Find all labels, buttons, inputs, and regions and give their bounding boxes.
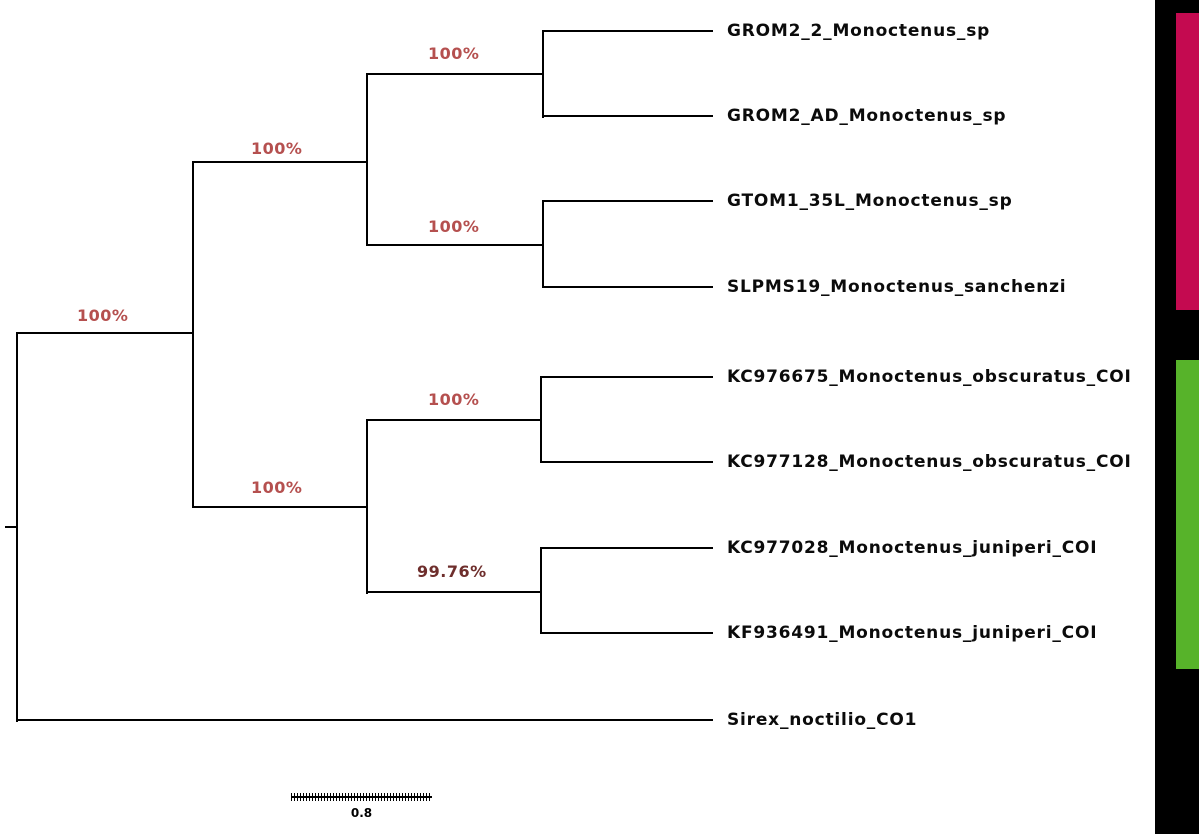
support-value-label: 100% (251, 139, 303, 158)
support-value-label: 99.76% (417, 562, 487, 581)
taxon-label: SLPMS19_Monoctenus_sanchenzi (727, 277, 1067, 297)
branch-leaf-gtom1-35l (542, 200, 713, 202)
branch-leaf-slpms19 (542, 286, 713, 288)
clade-color-bar-crimson (1176, 13, 1199, 310)
branch-monoctenus-sp-clade-vertical (366, 73, 368, 246)
branch-to-juniperi-pair (366, 591, 542, 593)
support-value-label: 100% (428, 44, 480, 63)
scale-bar (291, 793, 432, 801)
taxon-label: GROM2_2_Monoctenus_sp (727, 21, 991, 41)
branch-juniperi-pair-vertical (540, 547, 542, 634)
branch-root-vertical (16, 332, 18, 722)
branch-leaf-kc977028 (540, 547, 713, 549)
taxon-label: KF936491_Monoctenus_juniperi_COI (727, 623, 1098, 643)
branch-to-gtom-slpms-pair (366, 244, 544, 246)
taxon-label: KC977028_Monoctenus_juniperi_COI (727, 538, 1098, 558)
branch-leaf-sirex (16, 719, 713, 721)
taxon-label: KC976675_Monoctenus_obscuratus_COI (727, 367, 1132, 387)
clade-color-bar-green (1176, 360, 1199, 669)
branch-leaf-grom2-2 (542, 30, 713, 32)
branch-monoctenus-crown-vertical (192, 161, 194, 508)
branch-to-monoctenus-sp-clade (192, 161, 368, 163)
scale-bar-label: 0.8 (350, 806, 373, 820)
branch-to-obscuratus-pair (366, 419, 542, 421)
support-value-label: 100% (251, 478, 303, 497)
support-value-label: 100% (428, 217, 480, 236)
branch-root-stub (5, 526, 17, 528)
support-value-label: 100% (77, 306, 129, 325)
branch-to-obscuratus-juniperi-clade (192, 506, 368, 508)
branch-to-grom2-pair (366, 73, 544, 75)
branch-leaf-grom2-ad (542, 115, 713, 117)
taxon-label: GTOM1_35L_Monoctenus_sp (727, 191, 1013, 211)
branch-leaf-kc976675 (540, 376, 713, 378)
taxon-label: GROM2_AD_Monoctenus_sp (727, 106, 1007, 126)
taxon-label: Sirex_noctilio_CO1 (727, 710, 918, 730)
branch-leaf-kc977128 (540, 461, 713, 463)
branch-to-monoctenus-crown (16, 332, 194, 334)
branch-leaf-kf936491 (540, 632, 713, 634)
taxon-label: KC977128_Monoctenus_obscuratus_COI (727, 452, 1132, 472)
support-value-label: 100% (428, 390, 480, 409)
